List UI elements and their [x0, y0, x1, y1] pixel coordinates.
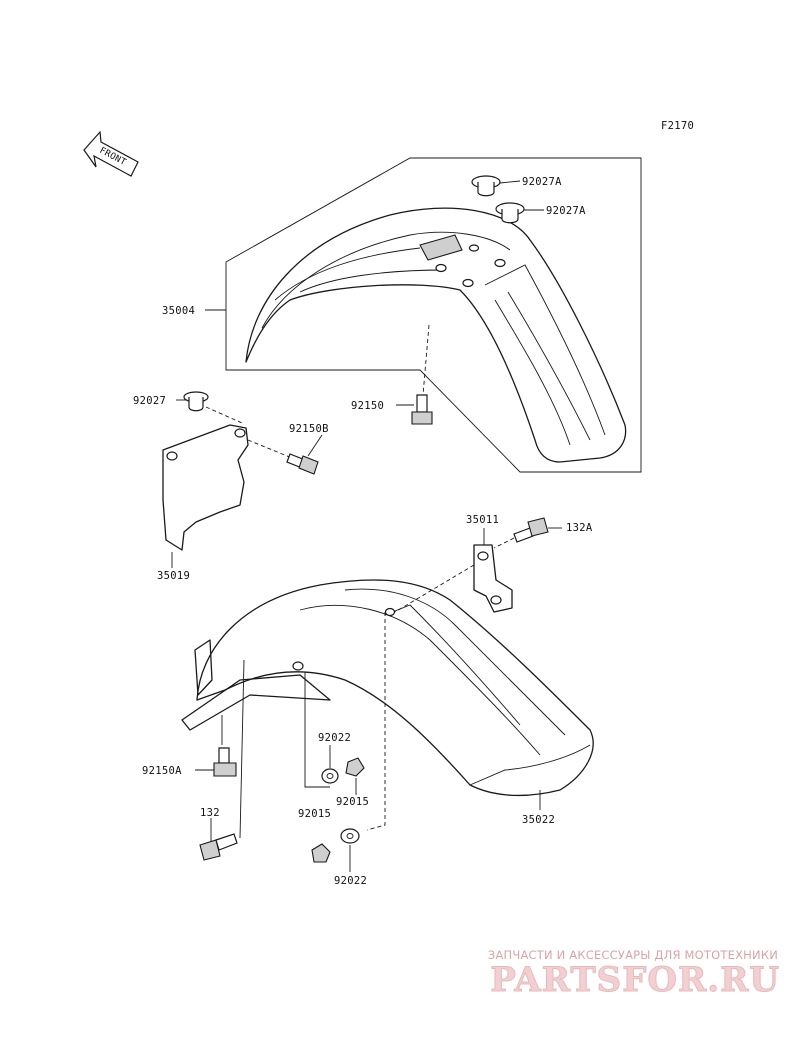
- label-92150: 92150: [351, 400, 384, 412]
- label-92150A: 92150A: [142, 765, 182, 777]
- bolt-132A: [493, 517, 549, 549]
- label-35022: 35022: [522, 814, 555, 826]
- leader-lines: [171, 180, 562, 872]
- plate-35019: [162, 424, 249, 551]
- bracket-35011: [394, 544, 513, 613]
- label-92027A-2: 92027A: [546, 205, 586, 217]
- watermark-tagline: ЗАПЧАСТИ И АКСЕССУАРЫ ДЛЯ МОТОТЕХНИКИ: [487, 948, 778, 962]
- bolt-92150A: [213, 715, 237, 777]
- rear-mount-leader: [304, 672, 330, 788]
- label-92027: 92027: [133, 395, 166, 407]
- bolt-92150: [411, 324, 433, 425]
- label-92015-1: 92015: [336, 796, 369, 808]
- label-35011: 35011: [466, 514, 499, 526]
- washer-92022-2: [340, 828, 360, 844]
- label-92015-2: 92015: [298, 808, 331, 820]
- label-35004: 35004: [162, 305, 195, 317]
- label-132A: 132A: [566, 522, 593, 534]
- grommet-92027A-2: [495, 202, 525, 224]
- bolt-92150B: [247, 439, 319, 475]
- front-fender-group-outline: [225, 157, 642, 473]
- nut-92015-1: [345, 757, 365, 777]
- grommet-92027A-1: [471, 175, 501, 197]
- diagram-code: F2170: [661, 120, 694, 132]
- label-92022-2: 92022: [334, 875, 367, 887]
- washer-92022-1: [321, 768, 339, 784]
- label-92027A-1: 92027A: [522, 176, 562, 188]
- label-92150B: 92150B: [289, 423, 329, 435]
- front-arrow-icon: FRONT: [83, 130, 139, 177]
- label-92022-1: 92022: [318, 732, 351, 744]
- nut-92015-2: [311, 843, 331, 863]
- front-fender: [245, 207, 627, 463]
- rear-fender: [181, 579, 594, 797]
- watermark-logo: PARTSFOR.RU: [490, 960, 780, 1001]
- rear-mount-dashed-line: [366, 612, 386, 831]
- label-35019: 35019: [157, 570, 190, 582]
- grommet-92027: [183, 391, 243, 424]
- label-132: 132: [200, 807, 220, 819]
